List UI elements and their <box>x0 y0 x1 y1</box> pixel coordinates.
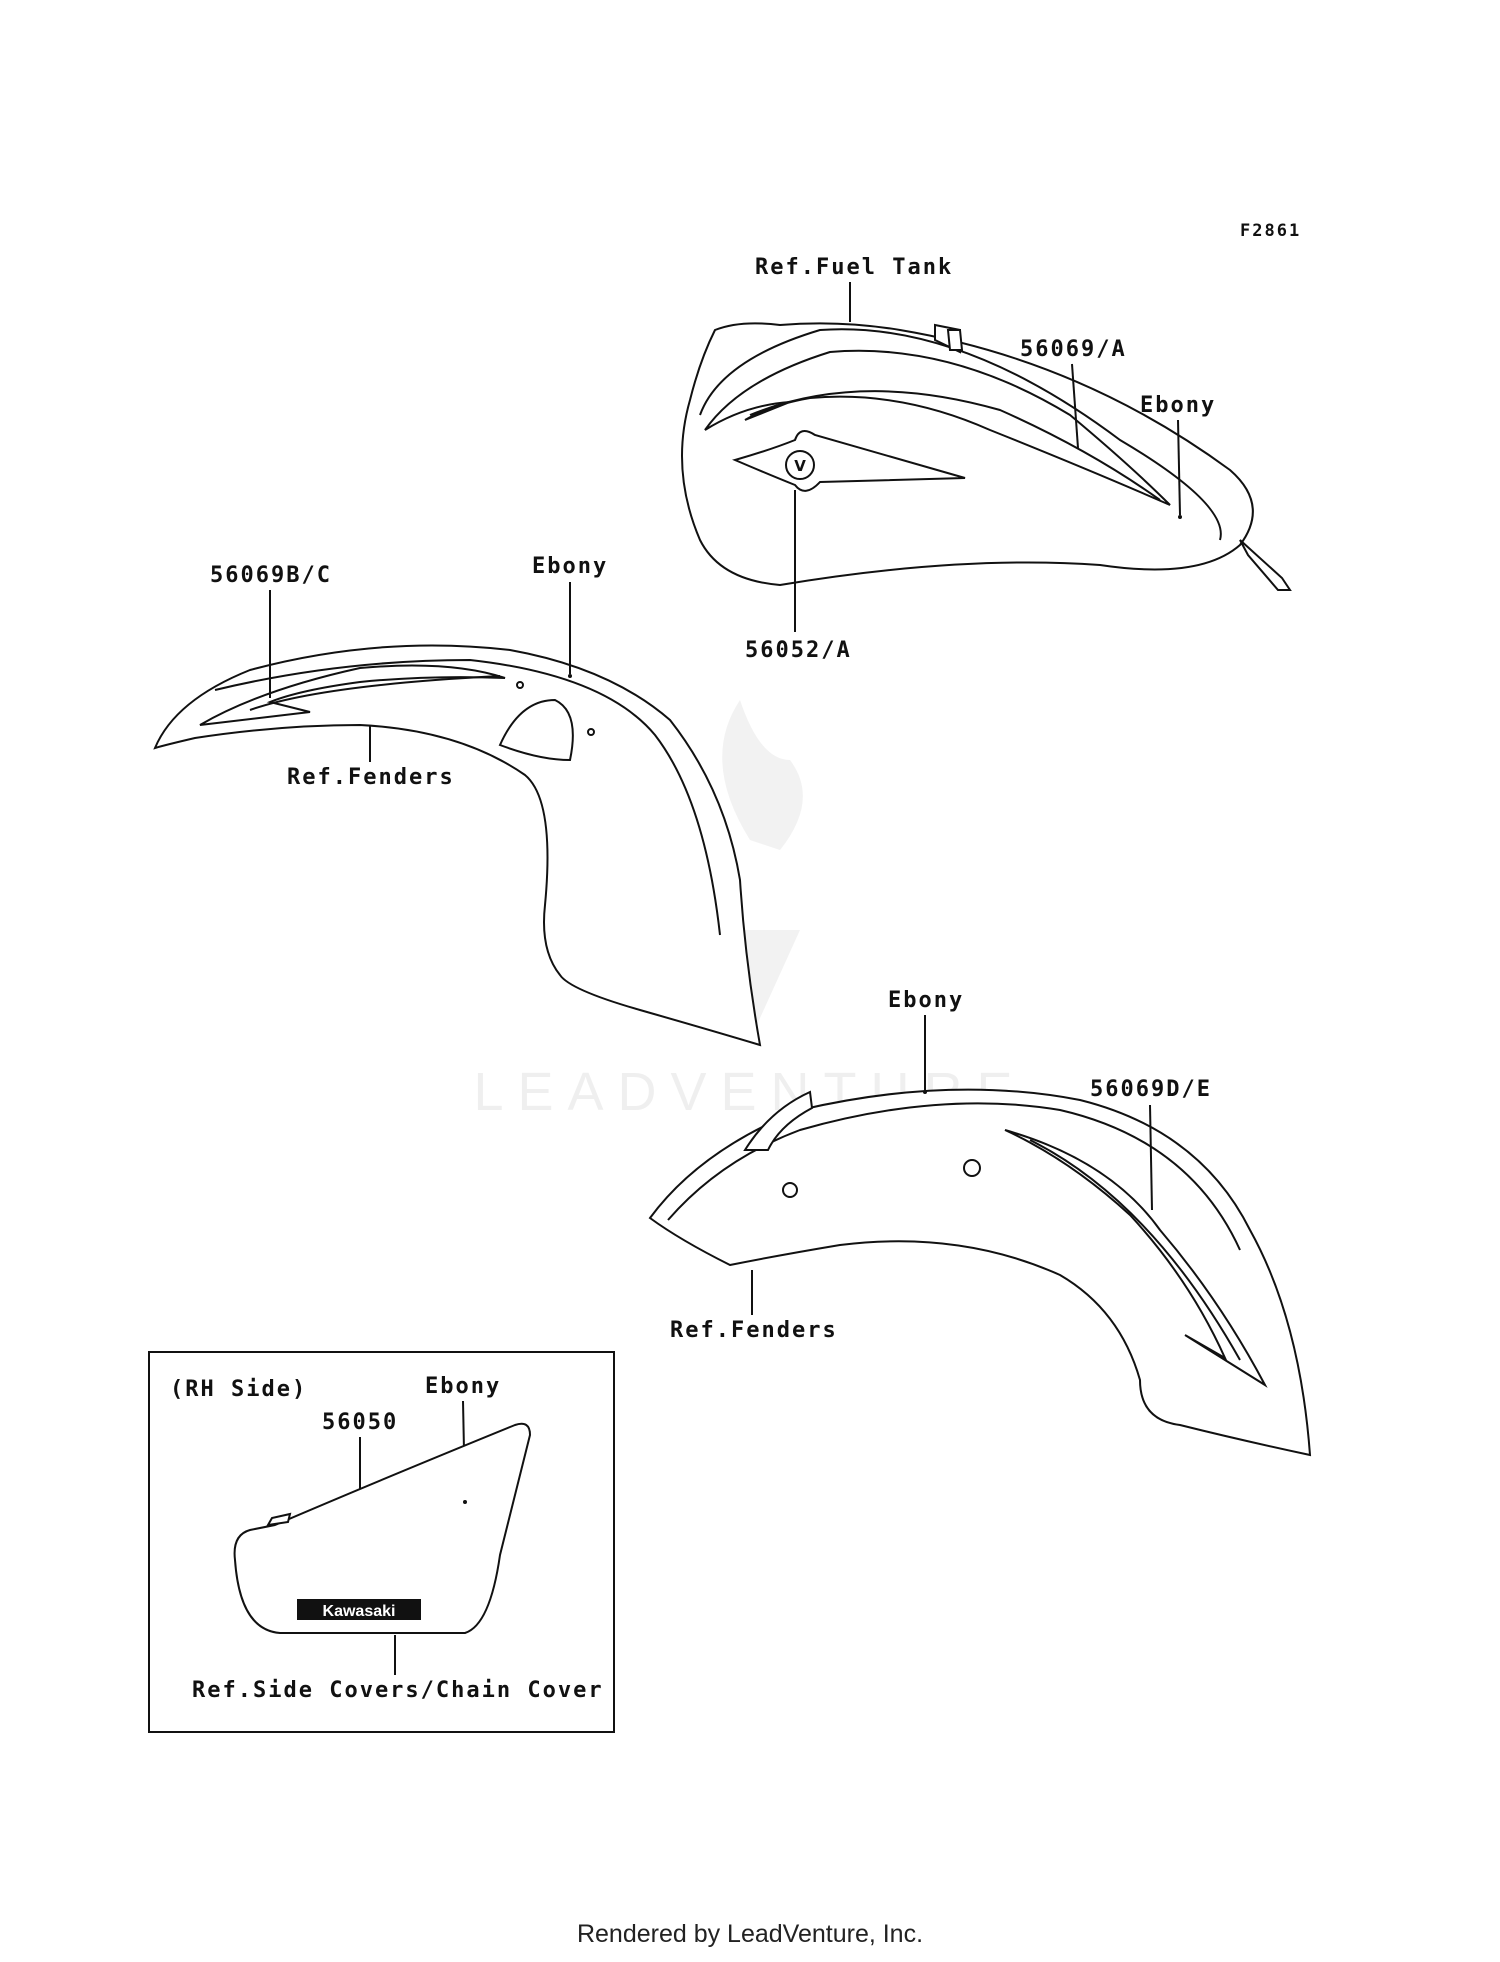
front-fender-inner-edge <box>214 658 721 936</box>
rear-fender-front-piece <box>743 1090 814 1151</box>
fuel-tank-inner-outline <box>699 328 1222 541</box>
front-fender-bolt-2 <box>516 681 524 689</box>
fuel-tank-stripe-icon <box>704 349 1171 506</box>
rear-fender-inner-edge <box>667 1102 1241 1251</box>
rear-fender <box>648 1088 1312 1457</box>
fuel-tank-color-dot <box>1178 515 1182 519</box>
side-cover-body <box>233 1422 532 1634</box>
label-front-color: Ebony <box>532 554 608 579</box>
label-front-stripe-part: 56069B/C <box>210 563 332 588</box>
leader-tank-stripe-part <box>1071 363 1079 449</box>
front-fender-bolt <box>587 728 595 736</box>
front-fender <box>153 644 762 1047</box>
fuel-tank-v-badge-icon <box>785 450 815 480</box>
label-rear-fender-ref: Ref.Fenders <box>670 1318 838 1343</box>
side-cover-badge <box>297 1599 421 1620</box>
fuel-tank-emblem-icon <box>732 430 966 492</box>
side-cover-color-dot <box>463 1500 467 1504</box>
label-inset-ref: Ref.Side Covers/Chain Cover <box>192 1678 604 1703</box>
rear-fender-hole-1 <box>782 1182 798 1198</box>
front-fender-stripe-inner <box>249 675 501 711</box>
leader-tank-color <box>1177 419 1181 516</box>
rear-fender-hole-2 <box>963 1159 981 1177</box>
fuel-tank-spout <box>1239 539 1292 591</box>
leader-rear-stripe-part <box>1149 1104 1153 1211</box>
label-inset-part: 56050 <box>322 1410 398 1435</box>
fuel-tank-cap-tab <box>946 329 964 351</box>
fuel-tank-body <box>681 322 1254 587</box>
front-fender-body <box>153 644 762 1047</box>
figure-code: F2861 <box>1240 221 1301 241</box>
footer-credit: Rendered by LeadVenture, Inc. <box>576 1920 924 1948</box>
side-cover-badge-text: Kawasaki <box>323 1603 396 1620</box>
side-cover-clip <box>266 1512 292 1527</box>
label-tank-color: Ebony <box>1140 393 1216 418</box>
front-fender-stripe-icon <box>199 664 506 726</box>
front-fender-color-dot <box>568 674 572 678</box>
rear-fender-stripe-inner <box>1029 1139 1241 1361</box>
label-fuel-tank-ref: Ref.Fuel Tank <box>755 255 953 280</box>
label-inset-color: Ebony <box>425 1374 501 1399</box>
fuel-tank: V <box>681 322 1292 591</box>
label-rear-stripe-part: 56069D/E <box>1090 1077 1212 1102</box>
fuel-tank-v-badge-letter: V <box>794 457 806 475</box>
label-front-fender-ref: Ref.Fenders <box>287 765 455 790</box>
front-fender-opening <box>498 698 574 762</box>
inset-rh-side: (RH Side) Ebony 56050 Kawasaki Ref.Side … <box>148 1351 615 1733</box>
rear-fender-stripe-icon <box>1004 1129 1268 1388</box>
label-rear-color: Ebony <box>888 988 964 1013</box>
rear-fender-body <box>648 1088 1312 1457</box>
rear-fender-color-dot <box>923 1090 927 1094</box>
fuel-tank-stripe-line <box>749 390 1161 501</box>
label-tank-stripe-part: 56069/A <box>1020 337 1127 362</box>
label-tank-emblem-part: 56052/A <box>745 638 852 663</box>
inset-title: (RH Side) <box>170 1377 307 1402</box>
